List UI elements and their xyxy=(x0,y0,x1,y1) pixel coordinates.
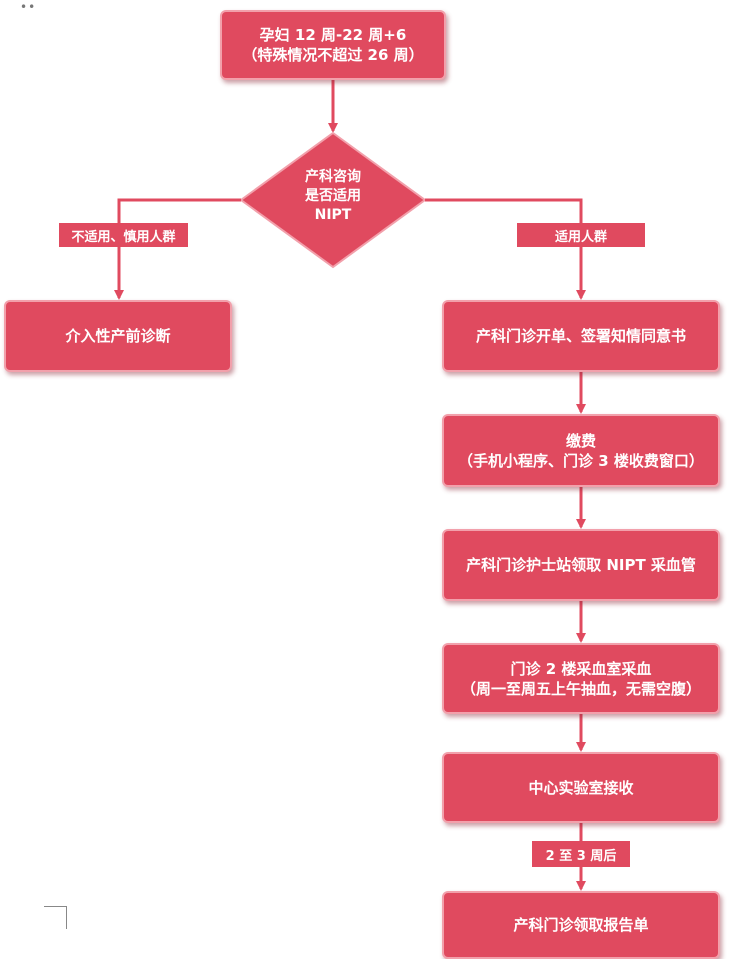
step-2-line1: 缴费 xyxy=(565,431,596,450)
start-box: 孕妇 12 周-22 周+6 （特殊情况不超过 26 周） xyxy=(220,10,446,80)
decision-line2: 是否适用 xyxy=(305,188,361,204)
step-3-text: 产科门诊护士站领取 NIPT 采血管 xyxy=(466,556,696,574)
step-2-box: 缴费 （手机小程序、门诊 3 楼收费窗口） xyxy=(442,414,720,487)
step-4-line2: （周一至周五上午抽血，无需空腹） xyxy=(460,679,701,698)
step-5-text: 中心实验室接收 xyxy=(528,778,634,797)
branch-right-label: 适用人群 xyxy=(517,223,645,247)
decision-text: 产科咨询 是否适用 NIPT xyxy=(275,168,391,225)
step-1-text: 产科门诊开单、签署知情同意书 xyxy=(475,327,686,345)
step-2-line2: （手机小程序、门诊 3 楼收费窗口） xyxy=(458,451,704,470)
step-3-box: 产科门诊护士站领取 NIPT 采血管 xyxy=(442,529,720,601)
step-6-text: 产科门诊领取报告单 xyxy=(513,916,649,934)
wait-label: 2 至 3 周后 xyxy=(532,841,630,867)
left-result-text: 介入性产前诊断 xyxy=(65,327,171,345)
branch-left-label: 不适用、慎用人群 xyxy=(59,223,188,247)
start-line2: （特殊情况不超过 26 周） xyxy=(242,46,424,64)
arrow-right-branch xyxy=(425,198,586,300)
decision-diamond xyxy=(239,131,427,269)
decision-line1: 产科咨询 xyxy=(305,169,361,185)
arrow-left-branch xyxy=(114,198,241,300)
start-line1: 孕妇 12 周-22 周+6 xyxy=(259,26,407,44)
step-5-box: 中心实验室接收 xyxy=(442,752,720,823)
step-6-box: 产科门诊领取报告单 xyxy=(442,891,720,959)
step-1-box: 产科门诊开单、签署知情同意书 xyxy=(442,300,720,372)
decision-line3: NIPT xyxy=(314,207,352,223)
left-result-box: 介入性产前诊断 xyxy=(4,300,232,372)
crop-mark xyxy=(44,906,67,929)
step-4-line1: 门诊 2 楼采血室采血 xyxy=(510,659,652,678)
corner-dots: •• xyxy=(20,0,37,14)
step-4-box: 门诊 2 楼采血室采血 （周一至周五上午抽血，无需空腹） xyxy=(442,643,720,714)
